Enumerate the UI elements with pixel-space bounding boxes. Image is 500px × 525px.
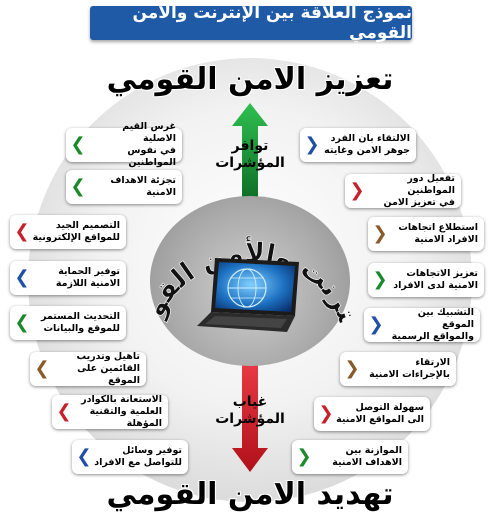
indicators-available-line1: توافر — [231, 138, 269, 154]
chevron-right-icon: ❯ — [76, 446, 92, 467]
chevron-right-icon: ❯ — [14, 267, 30, 288]
chevron-left-icon: ❮ — [296, 446, 312, 467]
up-arrow — [232, 103, 268, 200]
page-title: نموذج العلاقة بين الإنترنت والأمن القومي — [90, 3, 412, 43]
right-item-6-line1: الارتقاء — [415, 357, 450, 368]
chevron-left-icon: ❮ — [372, 223, 388, 244]
bottom-heading: تهديد الامن القومي — [106, 477, 394, 512]
left-item-5-line2: للموقع والبيانات — [43, 323, 120, 334]
right-item-7-line1: سهولة التوصل — [355, 402, 424, 413]
right-item-1-line1: الالتقاء بان الفرد — [330, 133, 410, 144]
left-item-8-line2: للتواصل مع الافراد — [94, 457, 182, 468]
chevron-right-icon: ❯ — [14, 221, 30, 242]
left-item-1-line2: في نفوس المواطنين — [127, 145, 176, 168]
chevron-left-icon: ❮ — [349, 180, 365, 201]
right-item-3-line2: الافراد الامنية — [414, 234, 478, 245]
indicators-available-label: توافر المؤشرات — [205, 138, 295, 172]
left-item-6-line1: تاهيل وتدريب — [76, 351, 140, 362]
right-item-2-line2: في تعزيز الامن — [383, 197, 455, 208]
left-item-6-line2: القائمين على الموقع — [77, 363, 140, 386]
chevron-left-icon: ❮ — [344, 358, 360, 379]
top-heading: تعزيز الامن القومي — [106, 62, 394, 97]
left-item-4-line1: توفير الحماية — [58, 266, 120, 277]
right-item-2-line1: تفعيل دور المواطنين — [407, 173, 455, 196]
left-item-1-line1: غرس القيم الاصلية — [122, 121, 176, 144]
chevron-left-icon: ❮ — [368, 314, 384, 335]
chevron-left-icon: ❮ — [318, 403, 334, 424]
left-item-4-line2: الامنية اللازمة — [55, 278, 120, 289]
left-item-7-line1: الاستعانة بالكوادر — [81, 394, 162, 405]
chevron-left-icon: ❮ — [304, 134, 320, 155]
left-item-3-line2: للمواقع الإلكترونية — [32, 232, 120, 243]
left-item-2-line1: تجزئة الاهداف الامنية — [110, 175, 176, 198]
right-item-8-line1: الموازنة بين — [345, 445, 402, 456]
right-item-6-line2: بالإجراءات الامنية — [369, 369, 450, 380]
left-item-7-line2: العلمية والتقنية المؤهلة — [89, 406, 162, 429]
right-item-7-line2: الى المواقع الامنية — [336, 414, 424, 425]
indicators-absent-line1: غياب — [232, 394, 268, 410]
right-item-3-line1: استطلاع اتجاهات — [398, 222, 478, 233]
indicators-available-line2: المؤشرات — [215, 155, 285, 171]
left-item-8-line1: توفير وسائل — [122, 445, 182, 456]
left-item-3-line1: التصميم الجيد — [55, 220, 120, 231]
right-item-5-line2: والمواقع الرسمية — [391, 331, 474, 342]
down-arrow — [232, 362, 268, 472]
right-item-1-line2: جوهر الامن وغايته — [324, 145, 410, 156]
chevron-left-icon: ❮ — [372, 269, 388, 290]
chevron-right-icon: ❯ — [70, 134, 86, 155]
chevron-right-icon: ❯ — [56, 401, 72, 422]
right-item-8-line2: الاهداف الامنية — [332, 457, 402, 468]
right-item-5-line1: التشبيك بين الموقع — [417, 307, 474, 330]
chevron-right-icon: ❯ — [14, 312, 30, 333]
left-item-2: ❯ تجزئة الاهداف الامنية — [66, 170, 182, 204]
center-title-arc: الإنترنت والأمن القومي — [142, 205, 358, 327]
laptop-globe-icon — [197, 258, 299, 332]
indicators-absent-line2: المؤشرات — [215, 411, 285, 427]
right-item-4-line1: تعزيز الاتجاهات — [406, 268, 478, 279]
chevron-right-icon: ❯ — [34, 358, 50, 379]
chevron-right-icon: ❯ — [70, 176, 86, 197]
indicators-absent-label: غياب المؤشرات — [205, 394, 295, 428]
left-item-5-line1: التحديث المستمر — [41, 311, 120, 322]
right-item-4-line2: الامنية لدى الافراد — [393, 280, 478, 291]
